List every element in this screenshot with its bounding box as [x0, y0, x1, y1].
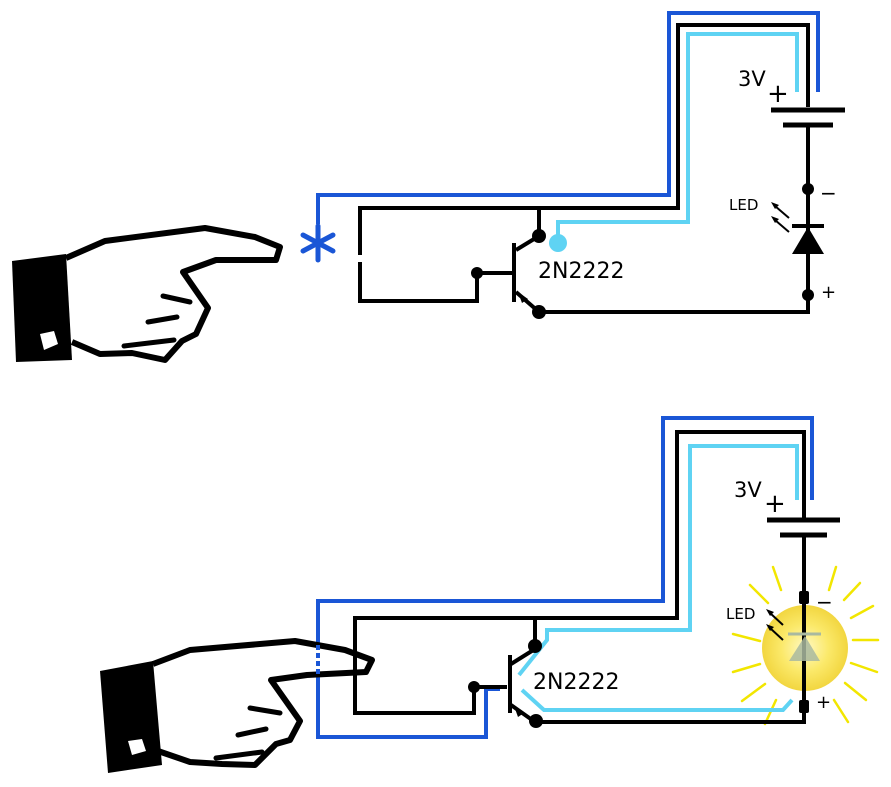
transistor-2n2222: [468, 639, 543, 728]
battery: [771, 107, 845, 128]
battery-plus-label: +: [764, 489, 786, 519]
battery-plus-label: +: [767, 79, 789, 109]
leakage-current-path: [556, 32, 799, 241]
hand-icon: [12, 225, 283, 363]
collector-wire: [353, 430, 806, 676]
battery-voltage-label: 3V: [738, 67, 766, 91]
base-wire: [353, 676, 507, 715]
hand-icon: [100, 638, 375, 773]
emitter-wire: [514, 125, 810, 314]
led-plus-label: +: [816, 692, 831, 713]
collector-wire: [358, 23, 810, 255]
base-wire: [358, 262, 512, 303]
led-minus-label: −: [816, 590, 833, 614]
transistor-2n2222: [471, 229, 567, 319]
led-plus-label: +: [821, 282, 836, 303]
collector-lead: [514, 208, 541, 252]
panel-on: 3V + LED − + 2N2222: [100, 416, 880, 773]
finger-current-path: [316, 416, 814, 645]
emitter-current-path: [520, 688, 794, 712]
transistor-label: 2N2222: [538, 259, 624, 284]
collector-current-path: [517, 444, 799, 677]
transistor-label: 2N2222: [533, 670, 619, 695]
led-off: [771, 183, 824, 301]
led-minus-label: −: [820, 181, 837, 205]
spark-icon: [300, 223, 336, 263]
panel-off: 3V + LED − + 2N2222: [12, 11, 845, 363]
battery: [767, 517, 840, 538]
base-current-path: [316, 11, 820, 224]
led-on: [766, 535, 821, 713]
led-label: LED: [726, 605, 755, 623]
led-label: LED: [729, 196, 758, 214]
battery-voltage-label: 3V: [734, 478, 762, 502]
